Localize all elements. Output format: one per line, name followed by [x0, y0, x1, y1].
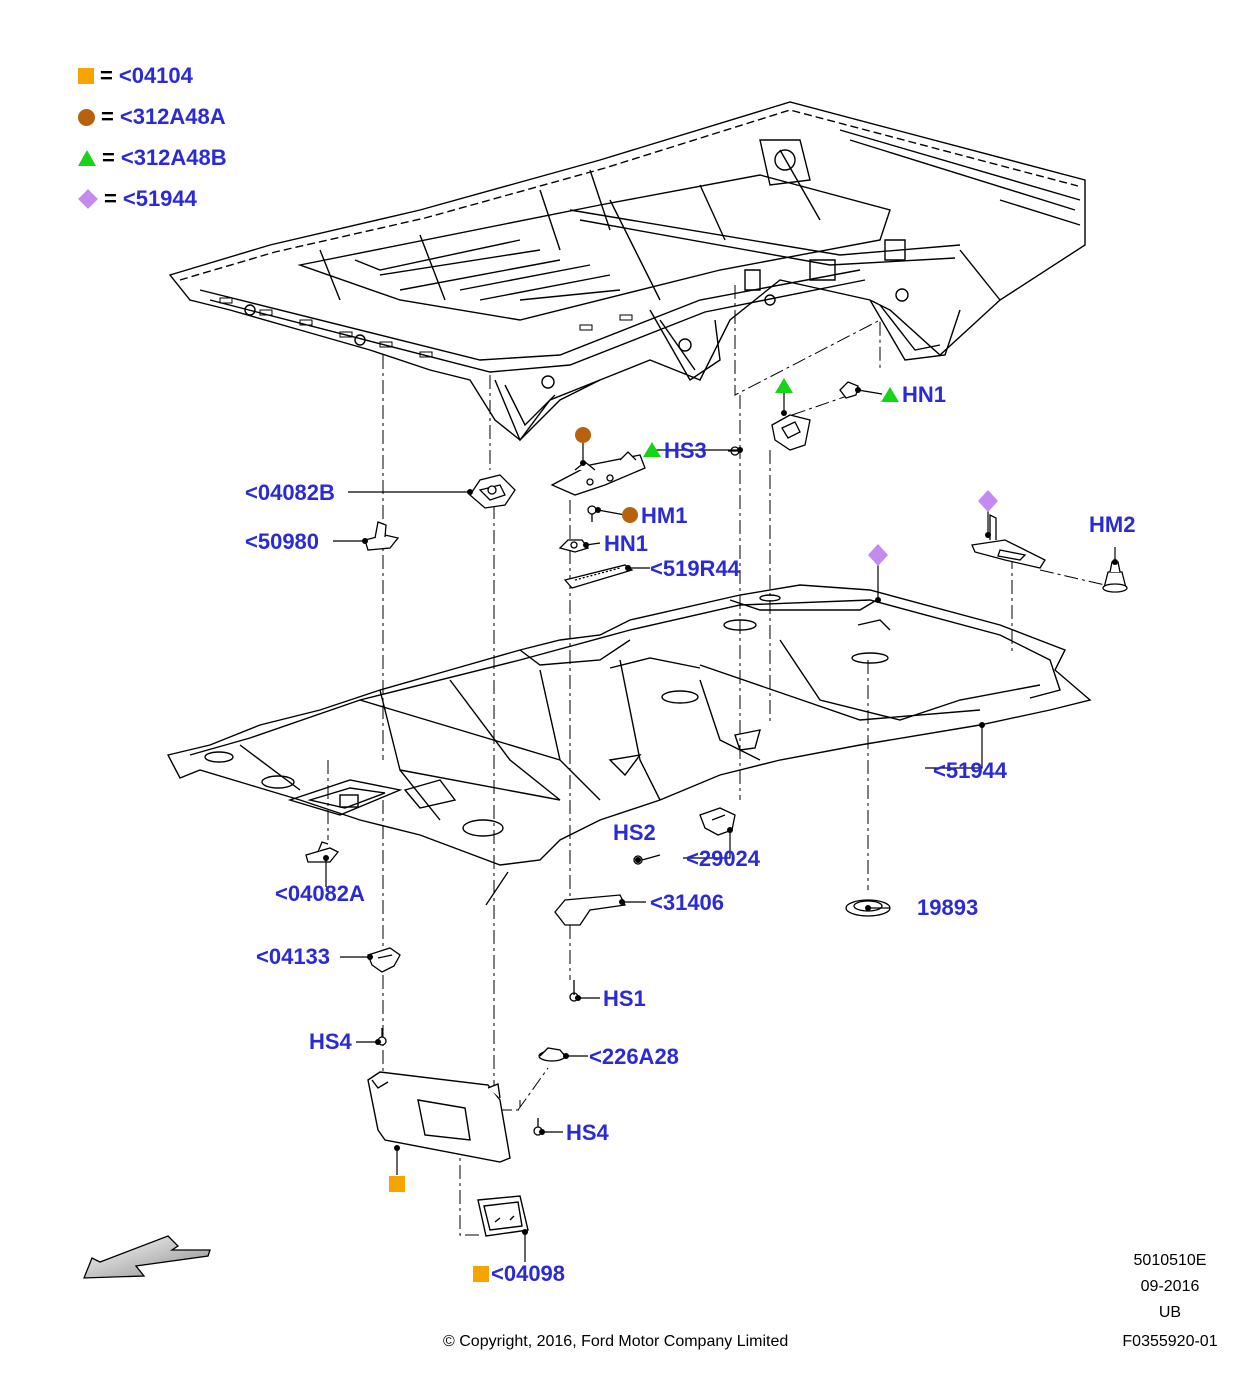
legend-equals: = — [101, 104, 114, 129]
vanity-mirror — [477, 1195, 529, 1237]
square-symbol — [473, 1266, 489, 1282]
legend-row-triangle: = <312A48B — [78, 145, 227, 170]
legend-code: <51944 — [122, 186, 197, 211]
label-hn1-upper: HN1 — [902, 382, 947, 407]
square-symbol — [389, 1176, 405, 1192]
label-04082A: <04082A — [275, 881, 365, 906]
label-50980: <50980 — [245, 529, 320, 554]
legend-code: <312A48A — [119, 104, 226, 129]
label-31406: <31406 — [650, 890, 725, 915]
legend-code: <04104 — [118, 63, 193, 88]
label-hm2: HM2 — [1089, 512, 1136, 537]
label-04133: <04133 — [256, 944, 331, 969]
part-31406 — [554, 894, 626, 926]
legend-row-diamond: = <51944 — [78, 186, 197, 211]
circle-symbol — [622, 507, 638, 523]
label-hs1: HS1 — [603, 986, 646, 1011]
legend-equals: = — [104, 186, 117, 211]
label-hs2: HS2 — [613, 820, 656, 845]
square-icon — [78, 68, 94, 84]
part-04082B — [469, 474, 516, 509]
part-50980 — [364, 521, 400, 551]
leader-dots — [323, 387, 1118, 1235]
triangle-icon — [78, 150, 96, 166]
label-04082B: <04082B — [245, 480, 335, 505]
part-hm1-screw — [587, 505, 597, 522]
part-226A28 — [538, 1047, 566, 1062]
diamond-symbol — [978, 490, 998, 512]
triangle-symbol — [643, 442, 661, 457]
legend-row-circle: = <312A48A — [78, 104, 226, 129]
roof-frame — [168, 101, 1086, 442]
legend-row-square: = <04104 — [78, 63, 193, 88]
drawing-date: 09-2016 — [1140, 1278, 1200, 1295]
label-hs4-left: HS4 — [309, 1029, 352, 1054]
part-51944-bracket — [971, 513, 1046, 569]
part-519R44 — [563, 564, 634, 589]
part-04133 — [367, 947, 401, 973]
headliner — [166, 584, 1092, 866]
diamond-symbol — [868, 544, 888, 566]
label-hs3: HS3 — [664, 438, 707, 463]
figure-number: F0355920-01 — [1122, 1333, 1218, 1350]
diagram-symbols — [389, 378, 998, 1282]
label-51944: <51944 — [933, 758, 1008, 783]
label-hs4-right: HS4 — [566, 1120, 609, 1145]
triangle-symbol — [881, 387, 899, 402]
drawing-code: 5010510E — [1133, 1252, 1207, 1269]
part-rod — [485, 871, 509, 906]
part-hm2-pushpin — [1102, 561, 1128, 593]
sun-visor — [367, 1071, 511, 1163]
label-hn1-lower: HN1 — [604, 531, 649, 556]
label-29024: <29024 — [686, 846, 761, 871]
circle-icon — [78, 108, 95, 126]
label-04098: <04098 — [491, 1261, 566, 1286]
legend-equals: = — [100, 63, 113, 88]
part-04082A — [305, 841, 340, 863]
legend-code: <312A48B — [120, 145, 227, 170]
label-hm1: HM1 — [641, 503, 688, 528]
label-226A28: <226A28 — [589, 1044, 679, 1069]
label-519R44: <519R44 — [650, 556, 740, 581]
direction-arrow — [83, 1235, 211, 1279]
triangle-symbol — [775, 378, 793, 393]
copyright-notice: © Copyright, 2016, Ford Motor Company Li… — [443, 1333, 789, 1350]
drawing-region: UB — [1158, 1304, 1182, 1321]
roof-front-rail-holes — [219, 297, 633, 358]
circle-symbol — [575, 427, 591, 443]
label-19893: 19893 — [917, 895, 979, 920]
part-bracket-hs3 — [771, 414, 811, 451]
diamond-icon — [78, 189, 98, 209]
legend-equals: = — [102, 145, 115, 170]
part-bracket-hm1 — [550, 451, 646, 496]
